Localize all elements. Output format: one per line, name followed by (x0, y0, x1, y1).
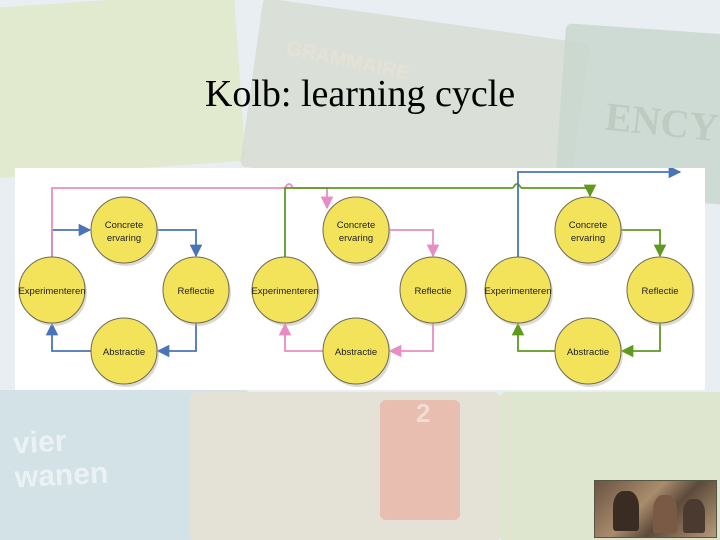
stage-label: ervaring (107, 233, 141, 244)
stage-experimenteren: Experimenteren (484, 256, 553, 326)
arrow-abstract-to-experiment (511, 322, 555, 352)
stage-abstractie: Abstractie (90, 317, 159, 387)
stage-label: Abstractie (567, 347, 609, 358)
stage-experimenteren: Experimenteren (18, 256, 87, 326)
arrow-concrete-to-reflect (157, 229, 203, 258)
photo-thumbnail (594, 480, 717, 538)
stage-label: Abstractie (335, 347, 377, 358)
stage-label: ervaring (339, 233, 373, 244)
stage-label: Reflectie (178, 286, 215, 297)
stage-label: ervaring (571, 233, 605, 244)
stage-abstractie: Abstractie (554, 317, 623, 387)
book-title-text: 2 (416, 398, 431, 428)
stage-reflectie: Reflectie (399, 256, 468, 326)
stage-label: Reflectie (415, 286, 452, 297)
link-cycle-2-to-3 (284, 187, 513, 257)
stage-label: Experimenteren (251, 286, 318, 297)
photo-figure (613, 491, 639, 531)
stage-label: Concrete (569, 220, 608, 231)
link-cycle-3-onward (517, 168, 682, 257)
stage-reflectie: Reflectie (162, 256, 231, 326)
link-crossing-bump (512, 183, 522, 189)
stage-concrete-ervaring: Concrete ervaring (554, 196, 623, 266)
arrow-reflect-to-abstract (156, 323, 197, 358)
stage-label: Experimenteren (18, 286, 85, 297)
arrow-reflect-to-abstract (620, 323, 661, 358)
stage-label: Concrete (337, 220, 376, 231)
link-crossing-bump (284, 183, 294, 189)
link-cycle-1-to-2 (51, 187, 285, 257)
stage-abstractie: Abstractie (322, 317, 391, 387)
stage-concrete-ervaring: Concrete ervaring (322, 196, 391, 266)
arrow-concrete-to-reflect (621, 229, 667, 258)
link-cycle-1-to-2-end (293, 187, 334, 210)
stage-label: Reflectie (642, 286, 679, 297)
photo-figure (683, 499, 705, 533)
stage-label: Concrete (105, 220, 144, 231)
slide-title: Kolb: learning cycle (204, 73, 516, 115)
arrow-abstract-to-experiment (278, 322, 323, 352)
arrow-experiment-to-concrete (51, 223, 92, 257)
stage-label: Abstractie (103, 347, 145, 358)
arrow-reflect-to-abstract (388, 323, 434, 358)
link-cycle-2-to-3-end (521, 184, 597, 198)
arrow-concrete-to-reflect (389, 229, 440, 258)
arrow-abstract-to-experiment (45, 322, 91, 352)
stage-label: Experimenteren (484, 286, 551, 297)
photo-figure (653, 495, 677, 533)
book-cover (380, 400, 460, 520)
stage-reflectie: Reflectie (626, 256, 695, 326)
stage-concrete-ervaring: Concrete ervaring (90, 196, 159, 266)
stage-experimenteren: Experimenteren (251, 256, 320, 326)
